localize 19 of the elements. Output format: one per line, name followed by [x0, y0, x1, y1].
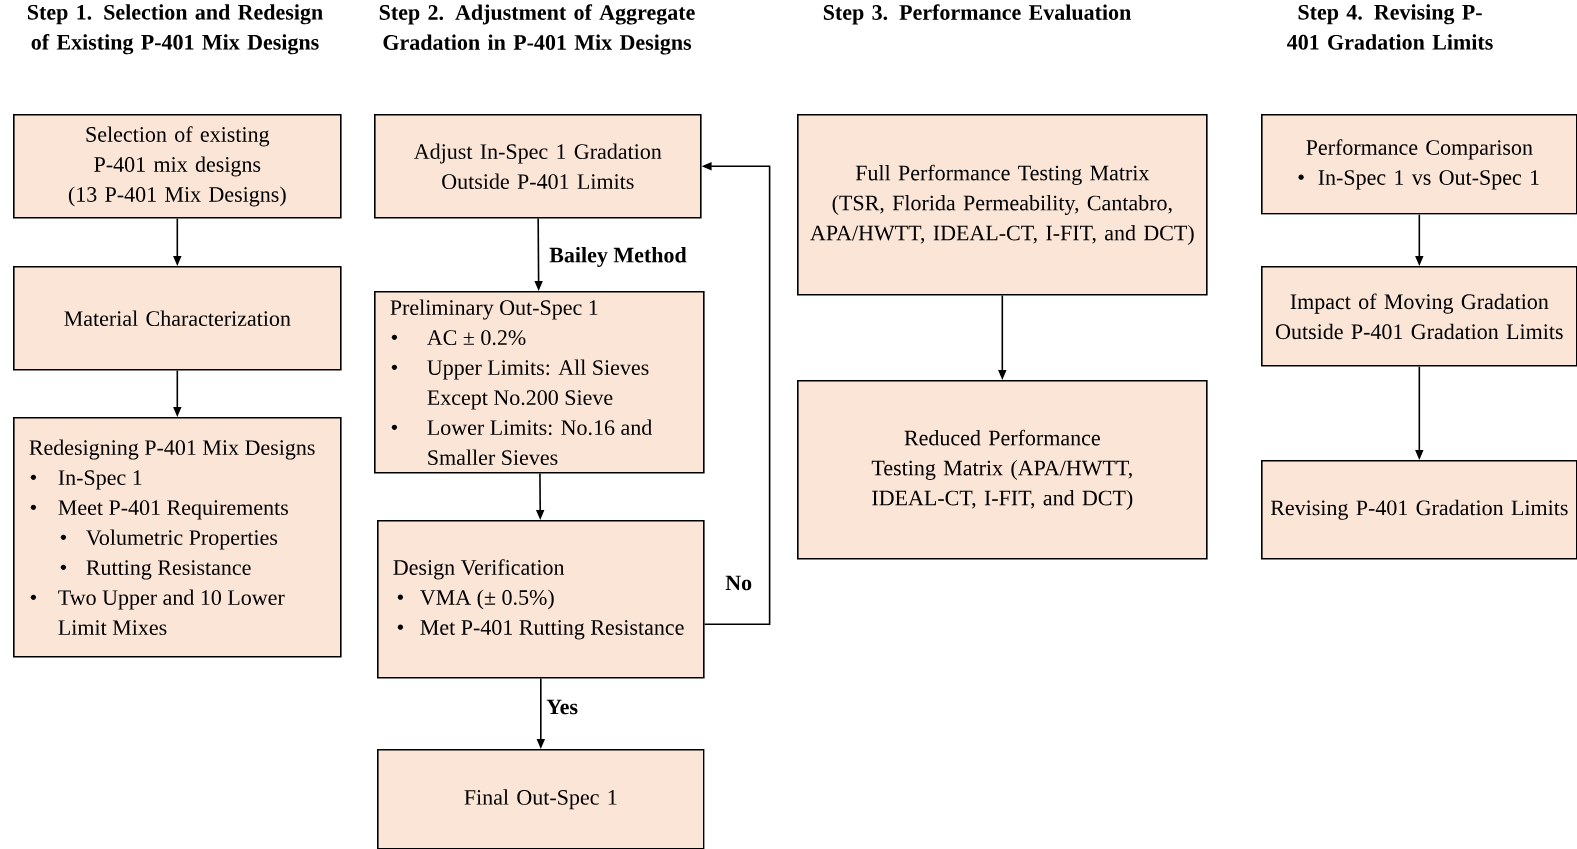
process-box: Preliminary Out-Spec 1 AC ± 0.2% Upper Limits: All Sieves Except No.200 Sieve Lower Limits: No.16 and Smaller Sieves [374, 291, 705, 474]
edge-label: No [724, 574, 754, 592]
edge-label: Bailey Method [548, 246, 688, 268]
process-box: Revising P-401 Gradation Limits [1261, 460, 1577, 560]
process-box: Adjust In-Spec 1 Gradation Outside P-401 Limits [374, 114, 702, 219]
edge-label: Yes [545, 698, 579, 716]
process-box: Full Performance Testing Matrix (TSR, Florida Permeability, Cantabro, APA/HWTT, IDEAL-CT, I-FIT, and DCT) [797, 114, 1208, 296]
step-heading: Step 4. Revising P-401 Gradation Limits [1287, 4, 1493, 50]
step-heading: Step 1. Selection and Redesign of Existing P-401 Mix Designs [27, 4, 323, 55]
process-box: Performance Comparison In-Spec 1 vs Out-Spec 1 [1261, 114, 1577, 215]
process-box: Design Verification VMA (± 0.5%) Met P-401 Rutting Resistance [377, 520, 705, 679]
step-heading: Step 3. Performance Evaluation [823, 4, 1131, 25]
step-heading: Step 2. Adjustment of Aggregate Gradation in P-401 Mix Designs [379, 4, 695, 55]
process-box: Selection of existing P-401 mix designs (13 P-401 Mix Designs) [13, 114, 342, 219]
process-box: Redesigning P-401 Mix Designs In-Spec 1 Meet P-401 Requirements Volumetric Properties Rutting Resistance Two Upper and 10 Lower Limit Mixes [13, 417, 342, 658]
process-box: Impact of Moving Gradation Outside P-401 Gradation Limits [1261, 266, 1577, 367]
process-box: Final Out-Spec 1 [377, 749, 705, 849]
process-box: Reduced Performance Testing Matrix (APA/HWTT, IDEAL-CT, I-FIT, and DCT) [797, 380, 1208, 560]
process-box: Material Characterization [13, 266, 342, 371]
